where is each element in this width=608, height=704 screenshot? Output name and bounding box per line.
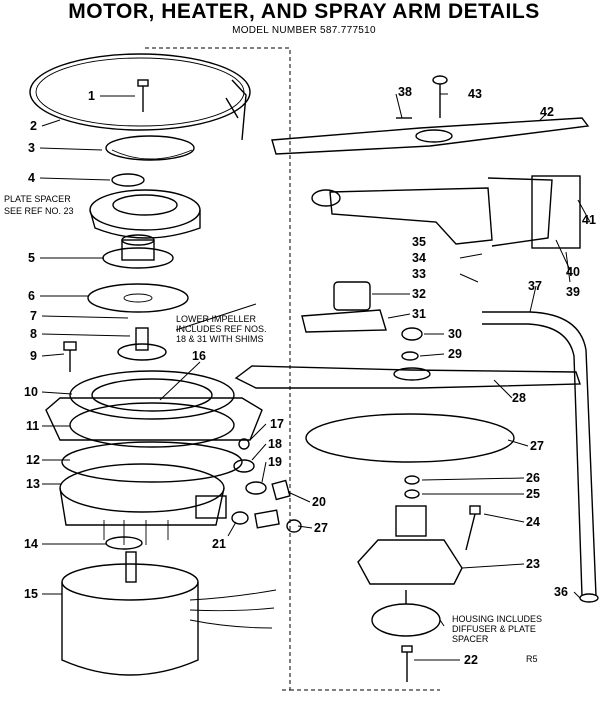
note-housing-3: SPACER [452,634,489,644]
callout-11: 11 [26,419,39,433]
screw-24 [465,505,481,551]
callout-3: 3 [28,141,35,155]
leader-lines [39,93,591,661]
pump-housing-rings [45,370,263,483]
note-housing-1: HOUSING INCLUDES [452,614,542,624]
screw-1 [137,79,149,112]
callout-34: 34 [412,251,426,265]
heater-element [29,53,251,141]
callout-6: 6 [28,289,35,303]
callout-20: 20 [312,495,326,509]
coarse-strainer [305,413,515,463]
callout-25: 25 [526,487,540,501]
callout-27-left: 27 [314,521,328,535]
screw-22 [401,645,413,682]
model-number: MODEL NUMBER 587.777510 [232,25,376,36]
callout-36: 36 [554,585,568,599]
nut-washer [401,327,423,361]
screw-9 [63,341,77,372]
callout-38: 38 [398,85,412,99]
callout-5: 5 [28,251,35,265]
callout-33: 33 [412,267,426,281]
callout-22: 22 [464,653,478,667]
callout-8: 8 [30,327,37,341]
callout-2: 2 [30,119,37,133]
seal [105,536,143,550]
motor [61,551,277,676]
callout-12: 12 [26,453,40,467]
callout-32: 32 [412,287,426,301]
callout-14: 14 [24,537,38,551]
callout-41: 41 [582,213,596,227]
note-impeller-2: INCLUDES REF NOS. [176,324,267,334]
callout-42: 42 [540,105,554,119]
callout-1: 1 [88,89,95,103]
callout-30: 30 [448,327,462,341]
note-housing-2: DIFFUSER & PLATE [452,624,536,634]
callout-16: 16 [192,349,206,363]
note-impeller-1: LOWER IMPELLER [176,314,257,324]
small-fittings [195,438,302,533]
callout-19: 19 [268,455,282,469]
callout-43: 43 [468,87,482,101]
corner-code: R5 [526,654,538,664]
callout-37: 37 [528,279,542,293]
callout-29: 29 [448,347,462,361]
star-washer [111,173,145,187]
filter-disc [105,135,195,161]
callout-7: 7 [30,309,37,323]
callout-40: 40 [566,265,580,279]
callout-17: 17 [270,417,284,431]
callout-24: 24 [526,515,540,529]
callout-31: 31 [412,307,426,321]
callout-13: 13 [26,477,40,491]
callout-26: 26 [526,471,540,485]
upper-spray-arm [271,117,590,155]
motor-mount [59,463,225,545]
spray-arm-pin [396,75,448,119]
impeller-parts [301,281,387,333]
plate-spacer [89,189,201,239]
callout-28: 28 [512,391,526,405]
callout-4: 4 [28,171,35,185]
callout-18: 18 [268,437,282,451]
callout-27: 27 [530,439,544,453]
seal-ring [404,475,420,499]
callout-21: 21 [212,537,226,551]
lower-spray-arm [234,365,581,389]
callout-23: 23 [526,557,540,571]
lower-impeller [117,327,167,361]
note-plate-spacer-1: PLATE SPACER [4,194,71,204]
note-impeller-3: 18 & 31 WITH SHIMS [176,334,264,344]
assembly-boundary [145,47,291,691]
callout-35: 35 [412,235,426,249]
pump-housing [357,505,463,585]
note-plate-spacer-2: SEE REF NO. 23 [4,206,74,216]
callout-15: 15 [24,587,38,601]
callout-39: 39 [566,285,580,299]
callout-10: 10 [24,385,38,399]
callout-9: 9 [30,349,37,363]
diagram-title: MOTOR, HEATER, AND SPRAY ARM DETAILS [68,0,540,23]
gasket [87,283,189,313]
upper-manifold [311,175,581,249]
